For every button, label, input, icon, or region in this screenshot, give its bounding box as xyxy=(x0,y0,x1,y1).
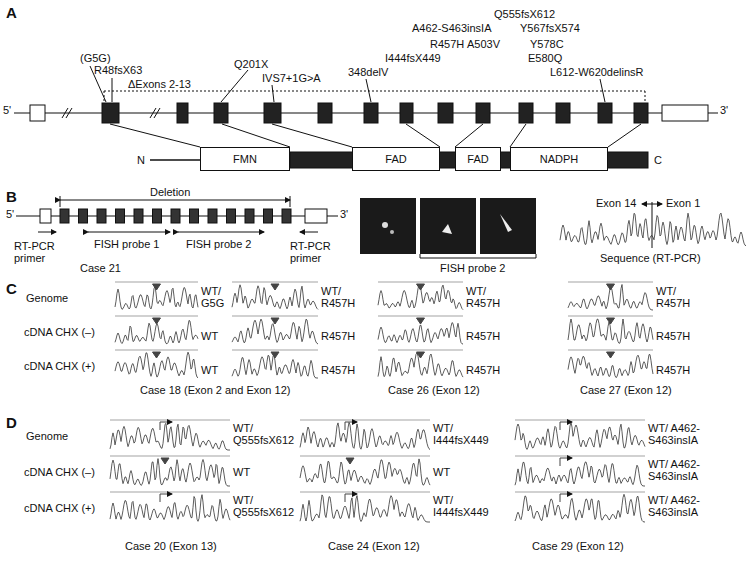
figure-label: IVS7+1G>A xyxy=(262,72,321,84)
figure-label: R457H xyxy=(466,364,500,376)
figure-label: cDNA CHX (–) xyxy=(24,466,95,478)
figure-label: cDNA CHX (+) xyxy=(24,360,95,372)
figure-label: R457H xyxy=(321,330,355,342)
figure-label: N xyxy=(137,154,145,166)
figure-label: R48fsX63 xyxy=(94,64,142,76)
figure-label: WT/ I444fsX449 xyxy=(433,422,505,446)
figure-label: 348delV xyxy=(348,66,388,78)
figure-label: WT/ A462-S463insIA xyxy=(648,458,738,482)
domain-label: NADPH xyxy=(540,153,579,165)
figure-label: E580Q xyxy=(528,52,562,64)
figure-label: Case 27 (Exon 12) xyxy=(580,384,672,396)
figure-label: WT/ R457H xyxy=(321,285,361,309)
figure-label: Case 18 (Exon 2 and Exon 12) xyxy=(140,384,290,396)
figure-label: FISH probe 2 xyxy=(440,262,505,274)
figure-label: WT/ I444fsX449 xyxy=(433,494,505,518)
domain-box: FAD xyxy=(352,147,440,171)
figure-label: R457H xyxy=(656,330,690,342)
figure-label: Q555fsX612 xyxy=(494,8,555,20)
figure-label: Q201X xyxy=(234,58,268,70)
figure-label: Case 21 xyxy=(80,262,121,274)
figure-label: Sequence (RT-PCR) xyxy=(600,252,701,264)
figure-label: Y578C xyxy=(530,38,564,50)
panel-letter: C xyxy=(6,280,17,297)
figure-label: Genome xyxy=(26,292,68,304)
figure-label: L612-W620delinsR xyxy=(550,66,644,78)
figure-label: I444fsX449 xyxy=(385,52,441,64)
domain-box: FMN xyxy=(200,147,290,171)
domain-box: NADPH xyxy=(510,147,608,171)
deletion-map xyxy=(16,196,662,258)
figure-label: (G5G) xyxy=(80,52,111,64)
domain-label: FAD xyxy=(467,153,488,165)
panel-letter: D xyxy=(6,414,17,431)
figure-label: WT/ G5G xyxy=(201,285,233,309)
figure-label: Case 26 (Exon 12) xyxy=(388,384,480,396)
panel-letter: A xyxy=(6,4,17,21)
figure-label: 3' xyxy=(720,104,728,116)
figure-label: Deletion xyxy=(150,186,190,198)
figure-label: WT xyxy=(201,364,218,376)
figure-label: WT/ A462-S463insIA xyxy=(648,494,738,518)
figure-label: Case 24 (Exon 12) xyxy=(328,540,420,552)
figure-label: WT/ R457H xyxy=(466,285,506,309)
figure-label: R457H xyxy=(656,364,690,376)
figure-label: Exon 1 xyxy=(666,197,700,209)
figure-label: Case 20 (Exon 13) xyxy=(125,540,217,552)
figure-label: A503V xyxy=(467,38,500,50)
figure-label: ΔExons 2-13 xyxy=(128,78,191,90)
figure-label: WT/ Q555fsX612 xyxy=(233,494,305,518)
figure-label: WT/ R457H xyxy=(656,285,696,309)
figure-label: cDNA CHX (+) xyxy=(24,502,95,514)
figure-label: WT xyxy=(433,466,450,478)
figure-label: C xyxy=(654,154,662,166)
domain-box: FAD xyxy=(455,147,501,171)
figure-label: 5' xyxy=(3,104,11,116)
figure-label: Genome xyxy=(26,430,68,442)
figure-label: WT xyxy=(233,466,250,478)
chromatograms xyxy=(110,213,746,522)
domain-label: FMN xyxy=(233,153,257,165)
figure-label: R457H xyxy=(321,364,355,376)
figure-label: 3' xyxy=(340,208,348,220)
figure-label: cDNA CHX (–) xyxy=(24,326,95,338)
domain-label: FAD xyxy=(385,153,406,165)
figure-label: Exon 14 xyxy=(596,197,636,209)
panel-letter: B xyxy=(6,188,17,205)
figure-label: FISH probe 1 xyxy=(94,238,159,250)
figure-label: WT xyxy=(201,330,218,342)
figure-label: R457H xyxy=(466,330,500,342)
figure-label: WT/ Q555fsX612 xyxy=(233,422,305,446)
figure-label: 5' xyxy=(6,208,14,220)
figure-label: WT/ A462-S463insIA xyxy=(648,422,738,446)
figure-label: R457H xyxy=(430,38,464,50)
figure-label: RT-PCR primer xyxy=(290,240,338,264)
figure-label: A462-S463insIA xyxy=(412,22,492,34)
figure-label: FISH probe 2 xyxy=(186,238,251,250)
figure-label: Case 29 (Exon 12) xyxy=(532,540,624,552)
figure-label: RT-PCR primer xyxy=(14,240,62,264)
figure-label: Y567fsX574 xyxy=(520,22,580,34)
